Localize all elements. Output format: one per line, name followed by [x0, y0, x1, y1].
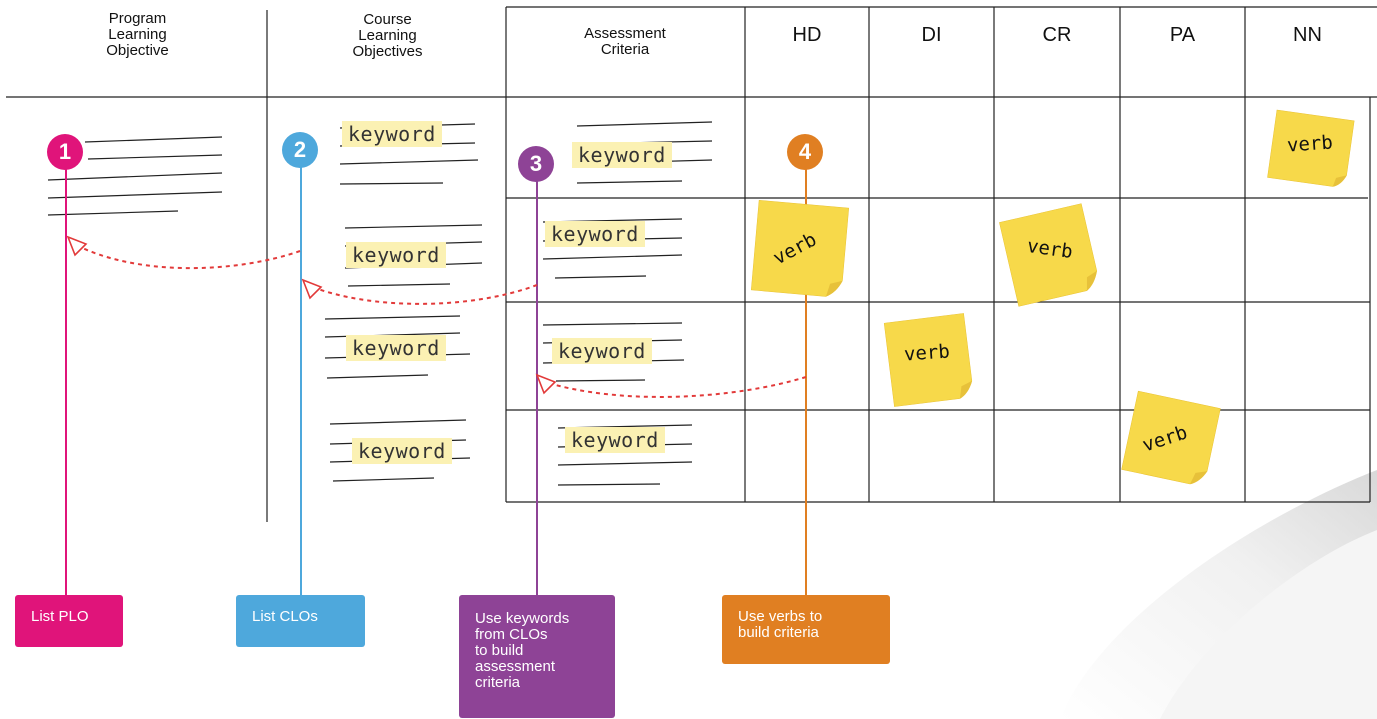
step-3-badge: 3	[518, 146, 554, 182]
criteria-keyword-1: keyword	[572, 142, 672, 168]
header-clo: Course Learning Objectives	[352, 11, 423, 60]
step-1-label: List PLO	[15, 595, 123, 647]
verb-di-row3: verb	[903, 340, 951, 366]
grade-nn: NN	[1293, 24, 1322, 46]
criteria-keyword-4: keyword	[565, 427, 665, 453]
step-4-label: Use verbs to build criteria	[722, 595, 890, 664]
verb-nn-row1: verb	[1286, 131, 1334, 157]
grade-pa: PA	[1169, 24, 1196, 46]
criteria-keyword-2: keyword	[545, 221, 645, 247]
header-assessment-criteria: Assessment Criteria	[584, 25, 666, 58]
sticky-note-nn-row1	[1267, 109, 1355, 187]
header-plo: Program Learning Objective	[106, 10, 169, 59]
clo-keyword-1: keyword	[342, 121, 442, 147]
plo-text-lines	[47, 136, 223, 216]
step-2-label: List CLOs	[236, 595, 365, 647]
table-grid	[6, 6, 1377, 522]
grade-cr: CR	[1042, 24, 1072, 46]
page-curl	[1160, 530, 1377, 719]
sticky-notes	[750, 109, 1355, 485]
clo-keyword-2: keyword	[346, 242, 446, 268]
arrow-heads	[66, 235, 557, 395]
dashed-arrows	[73, 243, 807, 398]
step-3-label: Use keywords from CLOs to build assessme…	[459, 595, 615, 718]
arrow-criteria-to-clo	[309, 284, 538, 305]
criteria-keyword-3: keyword	[552, 338, 652, 364]
sticky-note-hd-row2	[750, 199, 850, 297]
clo-keyword-4: keyword	[352, 438, 452, 464]
clo-keyword-3: keyword	[346, 335, 446, 361]
sticky-note-pa-row4	[1121, 390, 1221, 485]
grade-hd: HD	[792, 24, 822, 46]
sticky-note-di-row3	[883, 313, 973, 407]
step-4-badge: 4	[787, 134, 823, 170]
grade-di: DI	[921, 24, 942, 46]
arrowhead-criteria	[535, 373, 557, 395]
arrow-clo-to-plo	[73, 243, 301, 270]
arrow-verbs-to-criteria	[544, 376, 807, 398]
step-2-badge: 2	[282, 132, 318, 168]
sticky-note-cr-row2	[999, 203, 1098, 307]
arrowhead-plo	[66, 235, 88, 257]
step-1-badge: 1	[47, 134, 83, 170]
arrowhead-clo	[301, 278, 323, 300]
